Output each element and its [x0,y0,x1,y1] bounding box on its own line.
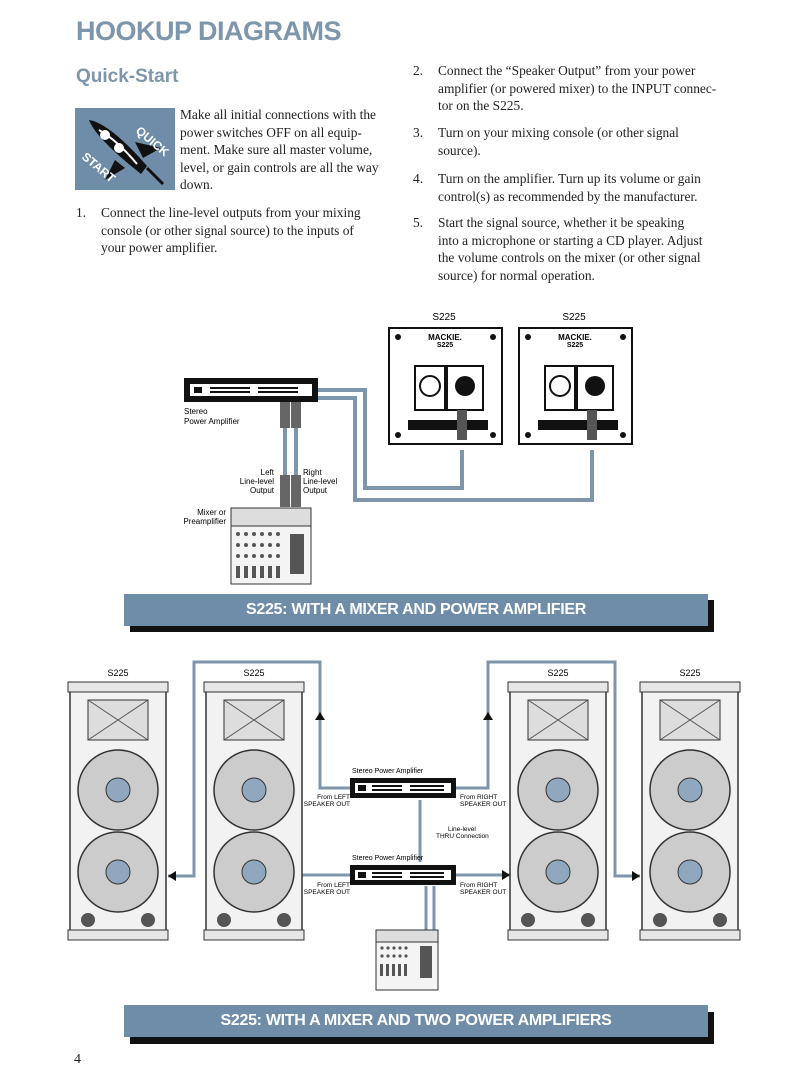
svg-text:From LEFT: From LEFT [317,882,350,889]
diagram-mixer-two-amplifiers: S225 S225 S225 S225 Stereo Power Amplifi… [67,660,741,991]
svg-text:From LEFT: From LEFT [317,794,350,801]
speaker-cables-2 [168,660,640,930]
speaker-input-panel-left: MACKIE. S225 [388,327,503,445]
speaker-label-2: S225 [243,668,264,678]
diagram-2-caption: S225: WITH A MIXER AND TWO POWER AMPLIFI… [124,1005,708,1037]
svg-text:From RIGHT: From RIGHT [460,794,497,801]
svg-text:SPEAKER OUT: SPEAKER OUT [460,801,506,808]
right-output-line1: Right [303,468,322,477]
svg-text:From RIGHT: From RIGHT [460,882,497,889]
intro-paragraph: Make all initial connections with the po… [180,107,379,193]
speaker-label-left: S225 [432,312,456,323]
thru-label-line2: THRU Connection [436,833,489,840]
amp-bottom-label: Stereo Power Amplifier [352,855,424,862]
diagram-1-caption: S225: WITH A MIXER AND POWER AMPLIFIER [124,594,708,626]
page-number: 4 [74,1052,81,1067]
mixer-label-line1: Mixer or [197,508,226,517]
mixer-2 [375,929,439,991]
left-connector-bottom [280,475,290,507]
svg-text:SPEAKER OUT: SPEAKER OUT [460,889,506,896]
speaker-label-3: S225 [547,668,568,678]
svg-text:S225: S225 [437,342,453,349]
right-output-line2: Line-level [303,477,337,486]
power-amplifier-bottom [350,865,456,885]
left-connector-top [280,402,290,428]
speaker-label-right: S225 [562,312,586,323]
thru-label-line1: Line-level [448,826,476,833]
right-connector-bottom [291,475,301,507]
speaker-label-4: S225 [679,668,700,678]
speaker-label-1: S225 [107,668,128,678]
left-output-line3: Output [250,486,275,495]
power-amplifier [184,378,318,402]
page-title: HOOKUP DIAGRAMS [76,16,342,46]
amp-label-line2: Power Amplifier [184,417,240,426]
section-subtitle: Quick-Start [76,66,179,87]
mixer [230,507,312,585]
speaker-input-panel-right: MACKIE. S225 [518,327,633,445]
svg-text:SPEAKER OUT: SPEAKER OUT [304,801,350,808]
right-connector-top [291,402,301,428]
svg-text:MACKIE.: MACKIE. [558,333,592,342]
diagram-mixer-amplifier: Stereo Power Amplifier Left Line-level O… [183,312,633,585]
speaker-cabinet-4 [639,681,741,941]
svg-text:MACKIE.: MACKIE. [428,333,462,342]
quickstart-icon: QUICK START [75,108,175,190]
amp-label-line1: Stereo [184,407,208,416]
speaker-cabinet-3 [507,681,609,941]
left-output-line2: Line-level [240,477,274,486]
svg-text:S225: S225 [567,342,583,349]
mixer-label-line2: Preamplifier [183,517,226,526]
left-output-line1: Left [261,468,275,477]
rocket-icon [89,120,165,186]
speaker-cabinet-2 [203,681,305,941]
right-output-line3: Output [303,486,328,495]
speaker-cabinet-1 [67,681,169,941]
amp-top-label: Stereo Power Amplifier [352,768,424,775]
power-amplifier-top [350,778,456,798]
svg-text:SPEAKER OUT: SPEAKER OUT [304,889,350,896]
